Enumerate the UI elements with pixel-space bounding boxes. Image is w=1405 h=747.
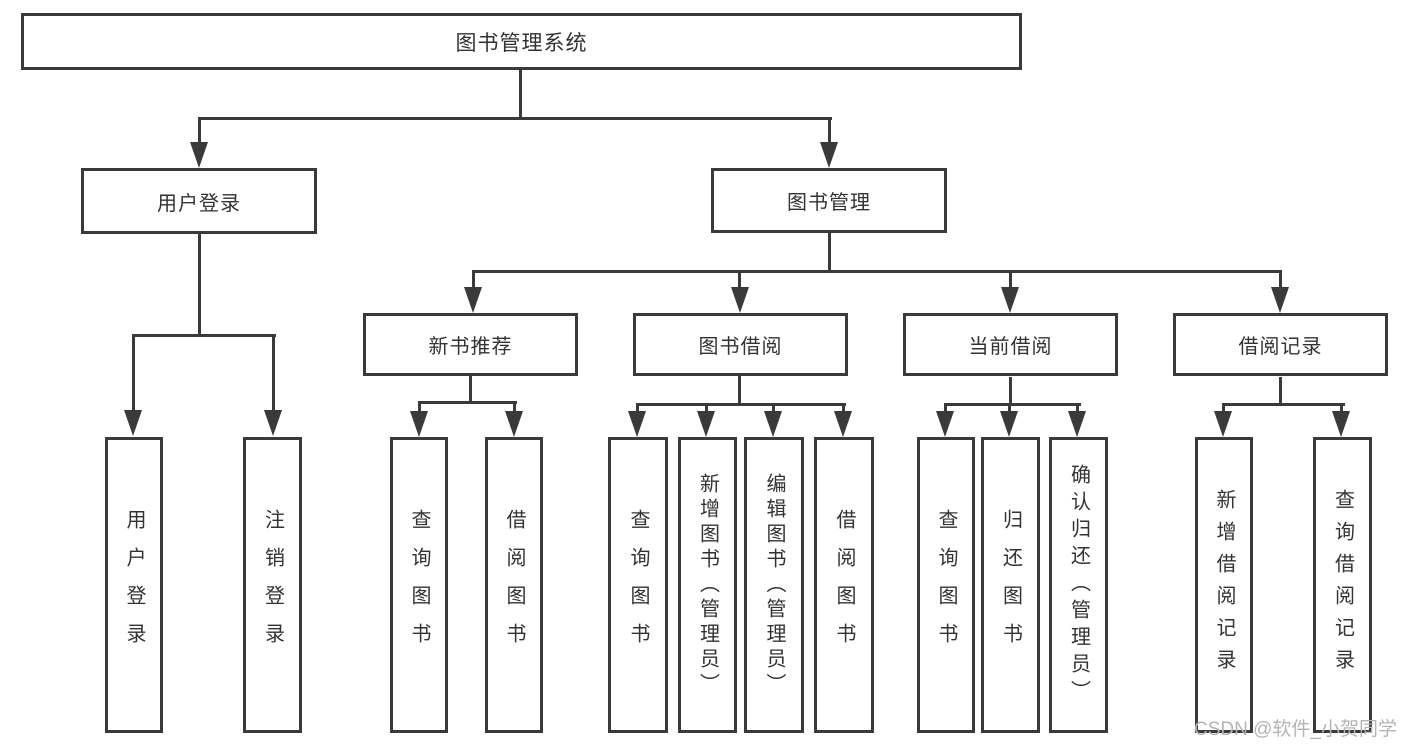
connector-login-drop-1 [132,334,135,412]
leaf-user-login: 用户登录 [105,437,163,733]
leaf-recommend-query-book: 查询图书 [390,437,448,733]
node-borrow-record: 借阅记录 [1173,313,1388,376]
arrowhead-recommend-query [410,411,428,437]
leaf-return-book-label: 归还图书 [999,509,1022,661]
node-book-manage: 图书管理 [711,168,947,233]
leaf-add-borrow-record-label: 新增借阅记录 [1213,489,1235,681]
arrowhead-current-query [936,411,954,437]
connector-login-rail [132,334,276,337]
node-user-login: 用户登录 [81,168,317,234]
leaf-borrow-query-book: 查询图书 [608,437,668,733]
arrowhead-borrow-record [1271,287,1289,313]
connector-login-stem [198,234,201,337]
node-current-borrow: 当前借阅 [903,313,1118,376]
arrowhead-new-book [464,287,482,313]
arrowhead-record-add [1214,411,1232,437]
leaf-borrow-borrow-book-label: 借阅图书 [833,509,855,661]
leaf-confirm-return-admin: 确认归还（管理员） [1049,437,1108,733]
leaf-confirm-return-admin-label: 确认归还（管理员） [1067,463,1090,707]
leaf-current-query-book: 查询图书 [917,437,975,733]
node-root: 图书管理系统 [21,13,1022,70]
arrowhead-logout-leaf [264,410,282,436]
leaf-add-borrow-record: 新增借阅记录 [1195,437,1253,733]
connector-manage-drop-1 [472,270,475,288]
leaf-logout: 注销登录 [243,437,302,733]
connector-borrow-drop-2 [705,403,708,413]
connector-manage-stem [828,233,831,273]
leaf-current-query-book-label: 查询图书 [935,509,957,661]
connector-recommend-drop-2 [513,401,516,413]
connector-current-drop-2 [1008,403,1011,413]
leaf-recommend-borrow-book: 借阅图书 [485,437,543,733]
connector-record-drop-1 [1222,403,1225,413]
connector-current-drop-3 [1076,403,1079,413]
leaf-logout-label: 注销登录 [261,509,284,661]
csdn-watermark: CSDN @软件_小贺同学 [1194,719,1397,740]
connector-borrow-rail [636,403,846,406]
connector-borrow-stem [738,376,741,406]
leaf-edit-book-admin-label: 编辑图书（管理员） [763,472,785,698]
arrowhead-recommend-borrow [505,411,523,437]
connector-recommend-rail [418,401,517,404]
connector-manage-drop-4 [1279,270,1282,288]
node-new-book-recommend: 新书推荐 [363,313,578,376]
arrowhead-current-return [1000,411,1018,437]
connector-current-stem [1009,377,1012,406]
leaf-edit-book-admin: 编辑图书（管理员） [744,437,804,733]
arrowhead-borrow-edit [764,411,782,437]
arrowhead-borrow-query [628,411,646,437]
connector-root-drop-left [198,117,201,145]
leaf-borrow-query-book-label: 查询图书 [627,509,649,661]
arrowhead-current-confirm [1068,411,1086,437]
connector-current-rail [944,403,1081,406]
connector-root-rail [198,117,832,120]
leaf-query-borrow-record: 查询借阅记录 [1313,437,1372,733]
arrowhead-user-login [190,142,208,168]
leaf-recommend-query-book-label: 查询图书 [408,509,430,661]
arrowhead-borrow-add [697,411,715,437]
connector-manage-rail [472,270,1282,273]
node-book-borrow: 图书借阅 [633,313,848,376]
leaf-return-book: 归还图书 [981,437,1040,733]
leaf-borrow-borrow-book: 借阅图书 [814,437,874,733]
leaf-query-borrow-record-label: 查询借阅记录 [1331,489,1354,681]
connector-borrow-drop-4 [842,403,845,413]
connector-root-stem [519,68,522,120]
arrowhead-record-query [1332,411,1350,437]
arrowhead-current-borrow [1001,287,1019,313]
arrowhead-borrow-borrow [834,411,852,437]
leaf-add-book-admin: 新增图书（管理员） [678,437,737,733]
connector-record-stem [1279,377,1282,406]
connector-borrow-drop-1 [636,403,639,413]
connector-root-drop-right [828,117,831,145]
connector-manage-drop-2 [738,270,741,288]
arrowhead-login-leaf [124,410,142,436]
arrowhead-book-borrow [731,287,749,313]
connector-login-drop-2 [272,334,275,412]
connector-record-rail [1222,403,1345,406]
leaf-recommend-borrow-book-label: 借阅图书 [503,509,525,661]
connector-recommend-stem [469,376,472,404]
connector-current-drop-1 [944,403,947,413]
connector-recommend-drop-1 [418,401,421,413]
connector-record-drop-2 [1340,403,1343,413]
leaf-add-book-admin-label: 新增图书（管理员） [696,472,719,698]
leaf-user-login-label: 用户登录 [123,509,145,661]
arrowhead-book-manage [820,142,838,168]
connector-manage-drop-3 [1009,270,1012,288]
connector-borrow-drop-3 [772,403,775,413]
